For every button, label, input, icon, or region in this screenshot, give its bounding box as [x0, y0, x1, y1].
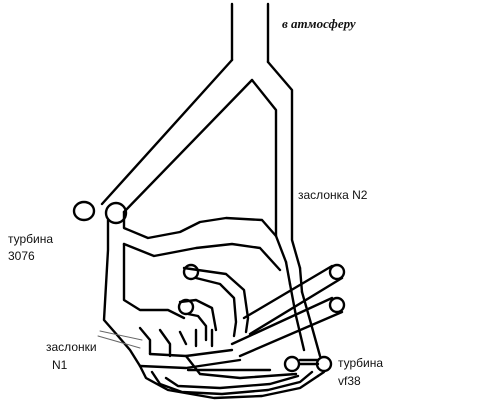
bottom-collector-pipe	[138, 354, 320, 400]
turbine-vf38-label-line2: vf38	[338, 374, 361, 388]
turbine-3076-symbol	[72, 200, 128, 225]
runner-right-upper	[242, 263, 346, 336]
runner-right-lower	[230, 296, 346, 358]
atmosphere-label: в атмосферу	[282, 16, 356, 31]
atmosphere-outlet-pipe	[230, 2, 270, 64]
valves-n1-symbol	[97, 326, 242, 370]
valves-n1-label-line2: N1	[52, 358, 68, 372]
left-branch-pipe	[100, 58, 254, 214]
turbine-3076-label-line1: турбина	[8, 232, 54, 246]
cylinder-runner-top	[182, 263, 250, 338]
manifold-body	[102, 210, 304, 368]
right-return-pipe	[288, 282, 322, 358]
cylinder-runner-middle	[177, 298, 218, 342]
right-branch-pipe	[250, 60, 302, 270]
turbine-vf38-label-line1: турбина	[338, 356, 384, 370]
turbine-vf38-symbol	[283, 355, 333, 378]
valves-n1-label-line1: заслонки	[46, 340, 97, 354]
turbine-3076-label-line2: 3076	[8, 249, 35, 263]
valve-n2-label: заслонка N2	[298, 188, 368, 202]
